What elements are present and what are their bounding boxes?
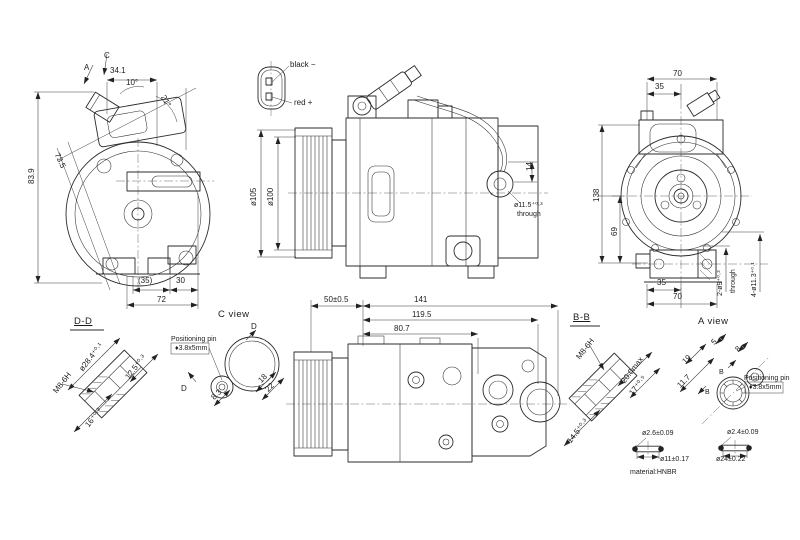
a-positioning-pin-note: Positioning pin (744, 375, 790, 382)
dim-72: 72 (157, 295, 166, 304)
dim-119-5: 119.5 (412, 310, 432, 319)
view-a-drawing (679, 333, 784, 425)
dim-top-70: 70 (673, 69, 682, 78)
c-arrow-d2: D (251, 322, 257, 331)
callout-2-holes-note: through (730, 269, 737, 293)
section-bb-drawing (563, 325, 661, 447)
section-dd-label: D-D (74, 316, 93, 327)
oring1-cs-dim: ø2.6±0.09 (642, 430, 674, 437)
oring2-id-dim: ø24±0.22 (716, 456, 746, 463)
rear-view-dimensions (598, 76, 764, 308)
dim-30: 30 (176, 276, 185, 285)
section-dd-drawing (61, 329, 159, 433)
oring-discharge-drawing (718, 436, 752, 459)
view-c-label: C view (218, 309, 250, 320)
c-arrow-d1: D (181, 384, 187, 393)
side-view-drawing (288, 65, 548, 279)
connector-pin-black-label: black − (290, 60, 316, 69)
view-a-label: A view (698, 316, 729, 327)
dim-top-35: 35 (655, 82, 664, 91)
dim-angle-10: 10° (126, 78, 139, 87)
side-view-dimensions (257, 129, 537, 258)
dim-pulley-pd: ø100 (266, 187, 275, 206)
connector-detail-drawing (257, 61, 293, 116)
dim-34-1: 34.1 (110, 66, 126, 75)
top-view-dimensions (310, 300, 559, 396)
dim-bottom-35: 35 (657, 278, 666, 287)
callout-4-holes: 4-ø11.3⁺⁰·¹ (751, 262, 758, 297)
oring-suction-drawing (632, 437, 664, 460)
a-arrow-b2: B (705, 389, 710, 396)
front-view-dimensions (34, 53, 199, 309)
dim-80-7: 80.7 (394, 324, 410, 333)
rear-view-drawing (612, 89, 768, 298)
dim-69: 69 (610, 227, 619, 236)
view-c-drawing (170, 329, 285, 407)
dim-50: 50±0.5 (324, 295, 349, 304)
oring1-id-dim: ø11±0.17 (660, 456, 690, 463)
c-positioning-pin-size: ♦3.8x5mm (175, 345, 208, 352)
section-bb-label: B-B (573, 312, 591, 323)
dim-lug-hole: ø11.5⁺⁰·³ (514, 202, 543, 209)
dim-14: 14 (525, 162, 534, 171)
oring1-material: material:HNBR (630, 469, 677, 476)
dim-141: 141 (414, 295, 428, 304)
dim-83-9: 83.9 (27, 168, 36, 184)
oring2-cs-dim: ø2.4±0.09 (727, 429, 759, 436)
dim-138: 138 (592, 188, 601, 202)
a-arrow-b1: B (719, 369, 724, 376)
top-view-drawing (286, 335, 570, 463)
dim-lug-hole-note: through (517, 211, 541, 218)
c-positioning-pin-note: Positioning pin (171, 336, 217, 343)
a-positioning-pin-size: ♦3.8x5mm (749, 384, 782, 391)
dim-35-ref: (35) (138, 276, 153, 285)
view-arrow-a-label: A (84, 63, 90, 72)
dim-bottom-70: 70 (673, 292, 682, 301)
front-view-drawing (56, 87, 214, 292)
callout-2-holes: 2-ø9⁺⁰·³ (717, 270, 724, 296)
connector-pin-red-label: red + (294, 98, 313, 107)
dim-pulley-od: ø105 (249, 187, 258, 206)
view-arrow-c-label: C (104, 51, 110, 60)
